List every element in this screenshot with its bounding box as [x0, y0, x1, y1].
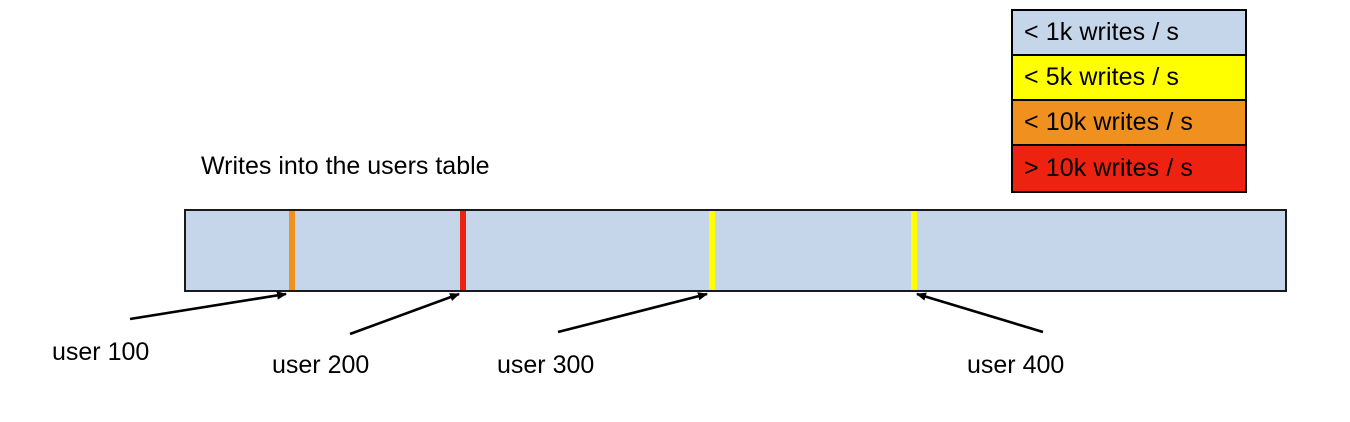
legend-item-label: < 10k writes / s — [1024, 108, 1194, 136]
arrow-user-300 — [557, 292, 708, 334]
stripe-user-200 — [460, 211, 466, 290]
legend-item-label: > 10k writes / s — [1024, 154, 1194, 182]
callout-label-user-200: user 200 — [272, 351, 370, 379]
chart-title: Writes into the users table — [201, 152, 490, 180]
legend-item-lt-5k: < 5k writes / s — [1013, 56, 1245, 101]
callout-label-user-100: user 100 — [52, 338, 150, 366]
arrow-user-200 — [349, 292, 460, 336]
arrow-user-100 — [129, 291, 287, 321]
legend-item-gt-10k: > 10k writes / s — [1013, 146, 1245, 191]
legend-item-lt-1k: < 1k writes / s — [1013, 11, 1245, 56]
callout-label-user-300: user 300 — [497, 351, 595, 379]
write-rate-legend: < 1k writes / s < 5k writes / s < 10k wr… — [1011, 9, 1247, 193]
users-table-bar — [184, 209, 1287, 292]
legend-item-label: < 5k writes / s — [1024, 63, 1180, 91]
stripe-user-100 — [289, 211, 295, 290]
stripe-user-400 — [911, 211, 917, 290]
stripe-user-300 — [709, 211, 715, 290]
callout-label-user-400: user 400 — [967, 351, 1065, 379]
arrow-user-400 — [916, 292, 1044, 334]
legend-item-label: < 1k writes / s — [1024, 18, 1180, 46]
legend-item-lt-10k: < 10k writes / s — [1013, 101, 1245, 146]
